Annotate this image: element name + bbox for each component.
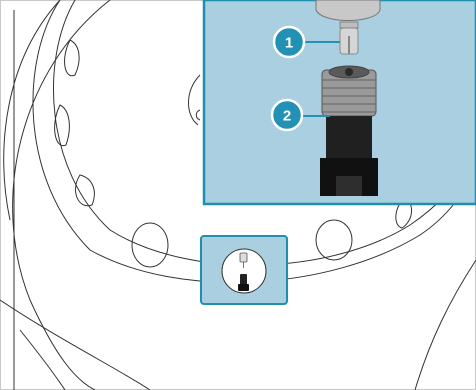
valve-core-tool-body: [316, 0, 380, 21]
valve-core-tool-neck: [340, 22, 358, 28]
valve-base-small: [238, 284, 249, 291]
valve-location-highlight: [201, 236, 287, 304]
tire-valve: [320, 66, 378, 196]
valve-tool-small: [240, 253, 247, 262]
callout-2-number: 2: [283, 108, 291, 125]
valve-base-highlight: [336, 176, 362, 196]
valve-core-pin: [345, 68, 353, 76]
callout-1-number: 1: [285, 35, 293, 52]
detail-panel: 1 2: [204, 0, 476, 204]
valve-rubber-stem: [326, 116, 372, 165]
